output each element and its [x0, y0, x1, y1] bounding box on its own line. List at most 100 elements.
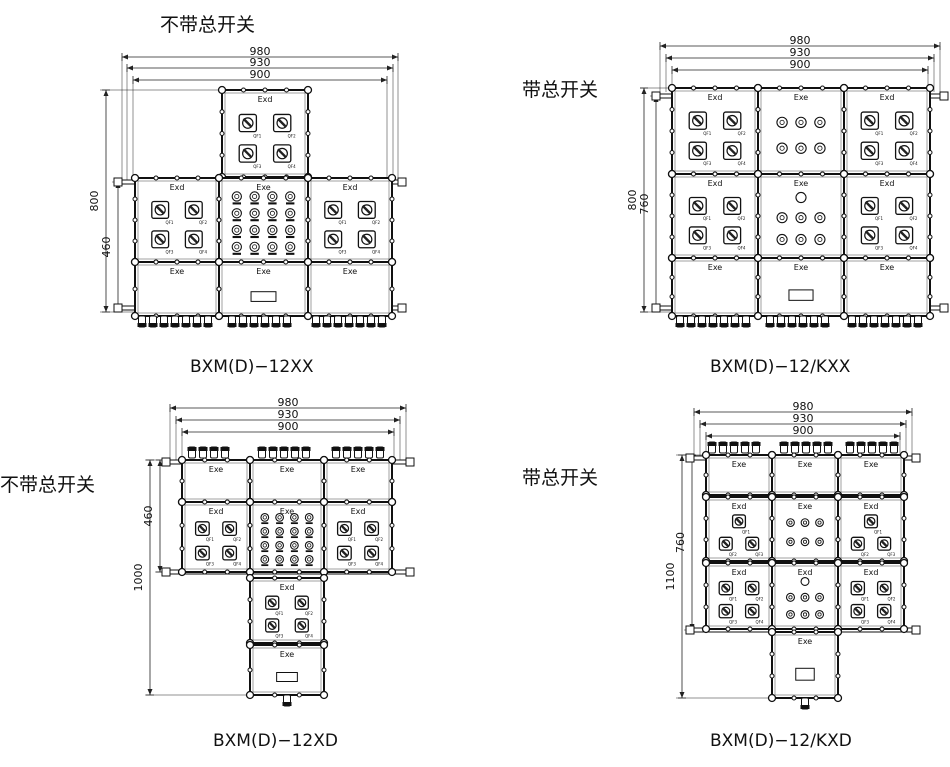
cable-gland-nut: [159, 323, 169, 327]
cover-bolt: [262, 87, 268, 93]
enclosure-inner-line: [708, 499, 770, 559]
enclosure-inner-line: [774, 457, 836, 493]
switch-label: QF2: [729, 552, 737, 557]
corner-bolt: [245, 497, 255, 507]
cover-bolt: [734, 171, 739, 177]
lamp-tag: [250, 202, 259, 205]
mounting-foot: [911, 625, 921, 635]
dim-980-top-right-value: 980: [790, 34, 811, 47]
corner-bolt: [303, 257, 313, 267]
lamp-tag: [276, 550, 284, 553]
switch-label: QF3: [206, 562, 214, 567]
dim-760-bottom-right-value: 760: [674, 532, 687, 553]
dim-800-top-right-arrow: [641, 306, 647, 312]
cable-gland-nut: [730, 323, 740, 327]
title-with-main-switch-top: 带总开关: [522, 79, 599, 101]
corner-bolt: [925, 169, 935, 179]
corner-bolt: [701, 492, 711, 502]
corner-bolt: [839, 83, 849, 93]
indicator-lamp-center: [262, 543, 267, 548]
switch-handle: [864, 230, 875, 240]
switch-handle: [748, 607, 756, 615]
switch-label: QF2: [199, 220, 207, 225]
switch-handle: [727, 145, 737, 156]
cover-bolt: [879, 494, 885, 500]
enclosure-inner-line: [221, 264, 306, 314]
indicator-lamp-center: [817, 119, 823, 125]
cover-bolt: [326, 175, 332, 181]
mounting-foot: [113, 177, 123, 187]
lamp-tag: [276, 522, 284, 525]
corner-bolt: [130, 257, 140, 267]
cover-bolt: [283, 259, 289, 265]
enclosure-box: [843, 87, 931, 175]
cover-bolt: [368, 259, 374, 265]
enclosure-inner-line: [310, 264, 390, 314]
box-label-exe: Exe: [798, 637, 813, 646]
dim-980-top-left-arrow: [122, 54, 128, 60]
cover-bolt: [769, 604, 775, 610]
cover-bolt: [777, 255, 782, 261]
dim-930-top-left-value: 930: [250, 56, 271, 69]
cable-gland-nut: [719, 323, 729, 327]
dim-900-top-left-value: 900: [250, 68, 271, 81]
cover-bolt: [296, 457, 302, 463]
dim-1000-bottom-left-value: 1000: [132, 564, 145, 592]
dim-800-top-right-value: 800: [626, 190, 639, 211]
cover-bolt: [153, 259, 159, 265]
mounting-foot: [651, 303, 661, 313]
cover-bolt: [132, 196, 138, 202]
enclosure-box: [771, 496, 839, 562]
cable-gland-nut: [209, 447, 219, 451]
cover-bolt: [841, 150, 847, 155]
indicator-lamp-center: [269, 227, 275, 233]
corner-bolt: [899, 558, 909, 568]
switch-label: QF2: [755, 596, 763, 601]
indicator-lamp-center: [803, 539, 808, 544]
model-label-12kxd: BXM(D)−12/KXD: [710, 731, 852, 751]
dim-930-bottom-right-arrow: [700, 421, 706, 427]
corner-bolt: [767, 492, 777, 502]
dim-800-top-left-value: 800: [88, 191, 101, 212]
lamp-tag: [268, 252, 277, 255]
mounting-foot: [685, 625, 695, 635]
cover-bolt: [841, 107, 847, 112]
cable-gland-nut: [823, 442, 833, 446]
mounting-foot: [911, 453, 921, 463]
model-label-12xd: BXM(D)−12XD: [213, 731, 338, 751]
indicator-lamp-center: [307, 557, 312, 562]
switch-handle: [198, 548, 207, 557]
cable-gland-nut: [800, 705, 810, 709]
cover-bolt: [224, 499, 230, 505]
cable-gland-nut: [181, 323, 191, 327]
enclosure-inner-line: [760, 176, 842, 256]
switch-label: QF4: [887, 619, 895, 624]
cover-bolt: [820, 171, 825, 177]
indicator-lamp-center: [262, 557, 267, 562]
dim-930-bottom-right-arrow: [900, 421, 906, 427]
switch-label: QF2: [737, 216, 745, 221]
lamp-tag: [305, 550, 313, 553]
cover-bolt: [725, 452, 731, 458]
cover-bolt: [813, 695, 819, 701]
switch-handle: [692, 115, 703, 126]
lamp-tag: [232, 235, 241, 239]
enclosure-box: [323, 501, 393, 573]
cover-bolt: [906, 255, 911, 261]
enclosure-inner-line: [840, 565, 902, 627]
cover-bolt: [769, 582, 775, 588]
enclosure-box: [134, 177, 220, 263]
cable-gland-nut: [779, 442, 789, 446]
corner-bolt: [387, 455, 397, 465]
cover-bolt: [247, 522, 253, 528]
switch-handle: [880, 583, 888, 592]
corner-bolt: [303, 311, 313, 321]
cover-bolt: [321, 667, 327, 673]
cable-gland-nut: [220, 447, 230, 451]
cable-gland-nut: [790, 442, 800, 446]
cover-bolt: [691, 171, 696, 177]
switch-label: QF4: [737, 246, 745, 251]
cover-bolt: [389, 478, 395, 484]
cover-bolt: [132, 286, 138, 292]
indicator-lamp-center: [798, 215, 804, 221]
